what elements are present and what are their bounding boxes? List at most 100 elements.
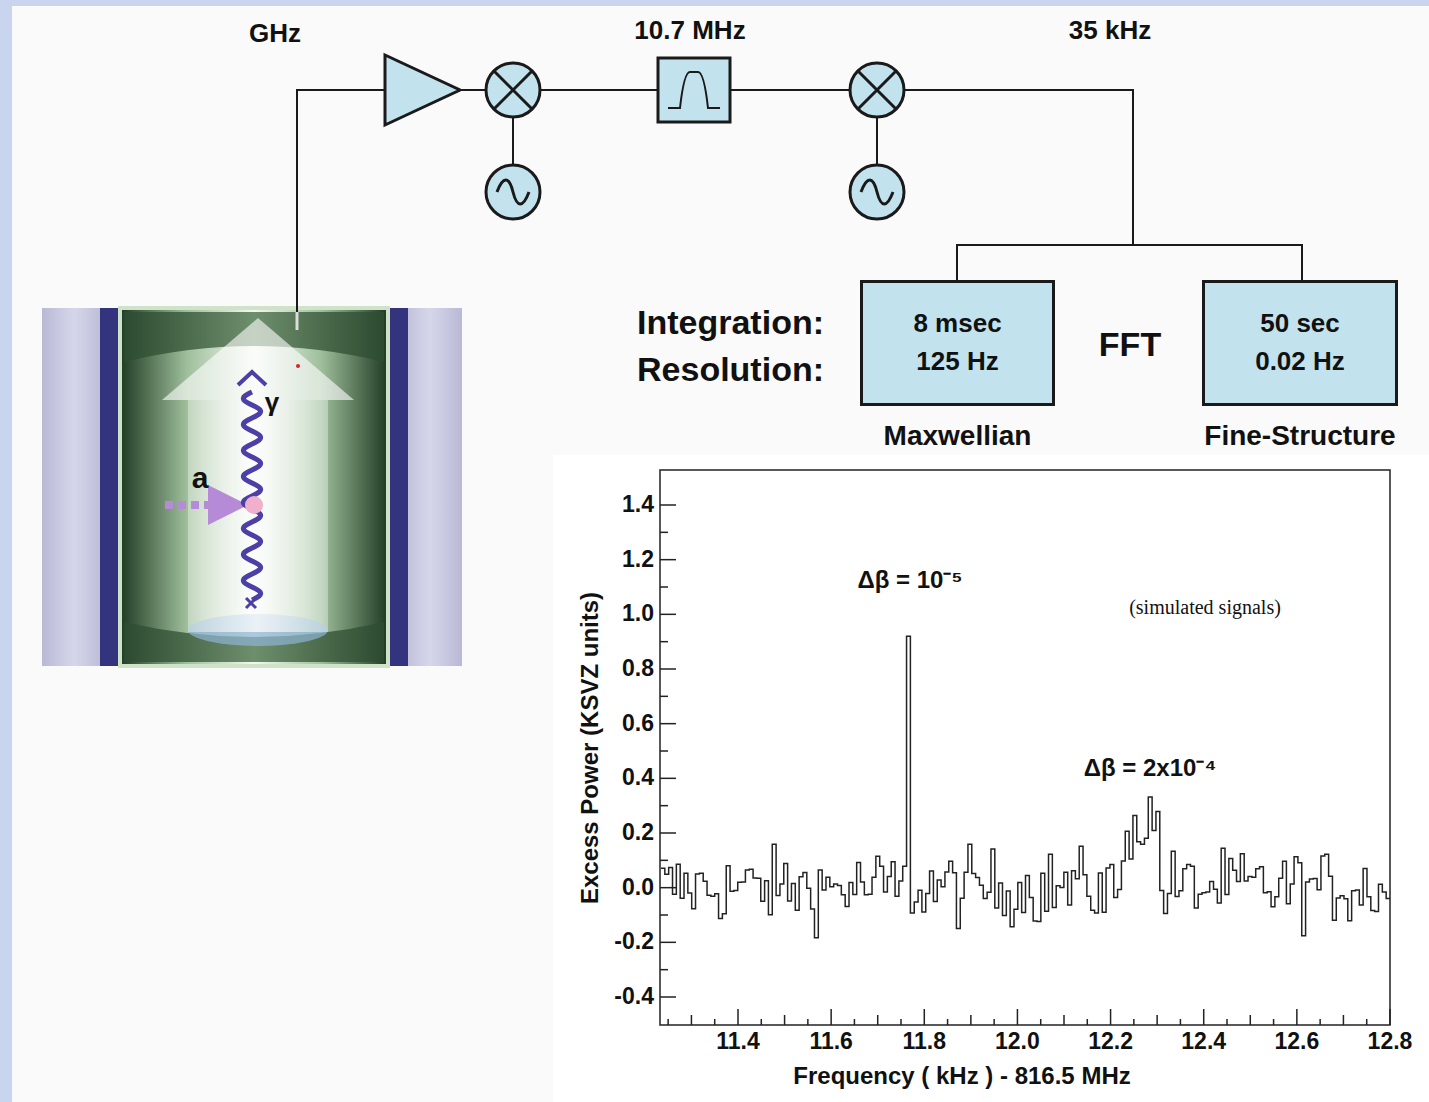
photon-origin: [246, 598, 256, 608]
receiver-chain: [297, 55, 1302, 312]
axis-title: Frequency ( kHz ) - 816.5 MHz: [793, 1063, 1130, 1089]
wire: [904, 90, 1133, 245]
amplifier-symbol: [385, 55, 460, 125]
chart-note: (simulated signals): [1129, 596, 1281, 618]
axis-tick: [947, 1019, 949, 1025]
y-tick-label: 0.6: [622, 711, 654, 736]
axis-tick: [1366, 1019, 1368, 1025]
axis-title: Excess Power (KSVZ units): [577, 592, 603, 904]
magnet-coil: [388, 308, 408, 666]
axis-tick: [1133, 1019, 1135, 1025]
axis-tick: [924, 1009, 926, 1025]
axis-tick: [1040, 1019, 1042, 1025]
axis-tick: [1343, 1015, 1345, 1025]
y-tick-label: 1.4: [622, 492, 654, 517]
fft-box-outline: 50 sec0.02 Hz: [1202, 280, 1398, 406]
axis-tick: [660, 504, 676, 506]
chart-ground: [553, 455, 1429, 1102]
axis-tick: [784, 1015, 786, 1025]
wire: [876, 117, 878, 165]
axis-tick: [660, 860, 668, 862]
axis-ticks: [660, 505, 1390, 1025]
axis-tick: [667, 1019, 669, 1025]
axis-tick: [1017, 1009, 1019, 1025]
fft-box: 8 msec125 HzMaxwellian: [860, 280, 1055, 452]
band-label: 10.7 MHz: [634, 16, 745, 45]
bandpass-filter: [668, 72, 720, 108]
axis-tick: [993, 1019, 995, 1025]
axis-tick: [660, 832, 676, 834]
wire: [730, 89, 850, 91]
x-tick-label: 12.0: [995, 1029, 1040, 1054]
x-tick-label: 12.4: [1181, 1029, 1226, 1054]
fft-label: FFT: [1099, 326, 1161, 363]
axis-tick: [660, 969, 668, 971]
axis-tick: [830, 1009, 832, 1025]
fft-box-outline: 8 msec125 Hz: [860, 280, 1055, 406]
x-tick-label: 11.6: [809, 1029, 853, 1054]
axis-tick: [1110, 1009, 1112, 1025]
histogram: [661, 636, 1390, 938]
x-tick-label: 12.2: [1088, 1029, 1133, 1054]
axis-tick: [660, 559, 676, 561]
wire: [540, 89, 658, 91]
photon-label: γ: [265, 388, 279, 417]
fft-setting: 125 Hz: [916, 343, 998, 381]
axis-tick: [1250, 1015, 1252, 1025]
fft-box: 50 sec0.02 HzFine-Structure: [1202, 280, 1398, 452]
cavity-body: [120, 308, 388, 666]
axis-tick: [660, 914, 668, 916]
mixer-symbol: [486, 63, 540, 117]
axion-label: a: [192, 461, 209, 494]
axis-tick: [660, 887, 676, 889]
y-tick-label: 0.4: [622, 766, 654, 791]
axis-tick: [660, 586, 668, 588]
axis-tick: [660, 641, 668, 643]
cavity-illustration: [42, 308, 462, 666]
axis-tick: [1203, 1009, 1205, 1025]
axis-tick: [1296, 1009, 1298, 1025]
fft-setting: 50 sec: [1260, 305, 1340, 343]
axis-tick: [1389, 1009, 1391, 1025]
axis-tick: [737, 1009, 739, 1025]
axis-tick: [660, 778, 676, 780]
axis-tick: [1273, 1019, 1275, 1025]
axis-tick: [854, 1019, 856, 1025]
axis-tick: [807, 1019, 809, 1025]
chart-frame: [660, 470, 1390, 1025]
mixer-symbol: [494, 71, 532, 109]
photon-arrowhead: [238, 372, 266, 385]
axis-tick: [1156, 1015, 1158, 1025]
y-tick-label: 1.0: [622, 602, 654, 627]
magnet-coil: [100, 308, 120, 666]
oscillator-symbol: [497, 180, 529, 204]
antenna-probe: [296, 312, 299, 330]
axis-tick: [660, 532, 668, 534]
oscillator-symbol: [486, 165, 540, 219]
axis-tick: [660, 696, 668, 698]
axis-tick: [970, 1015, 972, 1025]
conversion-point: [245, 496, 263, 514]
bandpass-filter: [658, 58, 730, 122]
axis-tick: [660, 996, 676, 998]
axis-tick: [1319, 1019, 1321, 1025]
oscillator-symbol: [850, 165, 904, 219]
x-tick-label: 12.8: [1368, 1029, 1413, 1054]
signal-annotation: Δβ = 10⁻⁵: [857, 567, 962, 593]
axis-tick: [691, 1015, 693, 1025]
axis-tick: [900, 1019, 902, 1025]
axion-arrow: [165, 501, 240, 509]
oscillator-symbol: [861, 180, 893, 204]
x-tick-label: 12.6: [1274, 1029, 1319, 1054]
spectrum-chart: [553, 455, 1429, 1102]
slide-edge: [0, 0, 12, 1102]
axis-tick: [660, 723, 676, 725]
row-label: Resolution:: [637, 351, 824, 388]
fft-mode-heading: Maxwellian: [800, 420, 1115, 452]
band-label: GHz: [249, 19, 301, 48]
field-arrow: [162, 318, 354, 400]
axis-tick: [1226, 1019, 1228, 1025]
y-tick-label: -0.2: [614, 930, 654, 955]
